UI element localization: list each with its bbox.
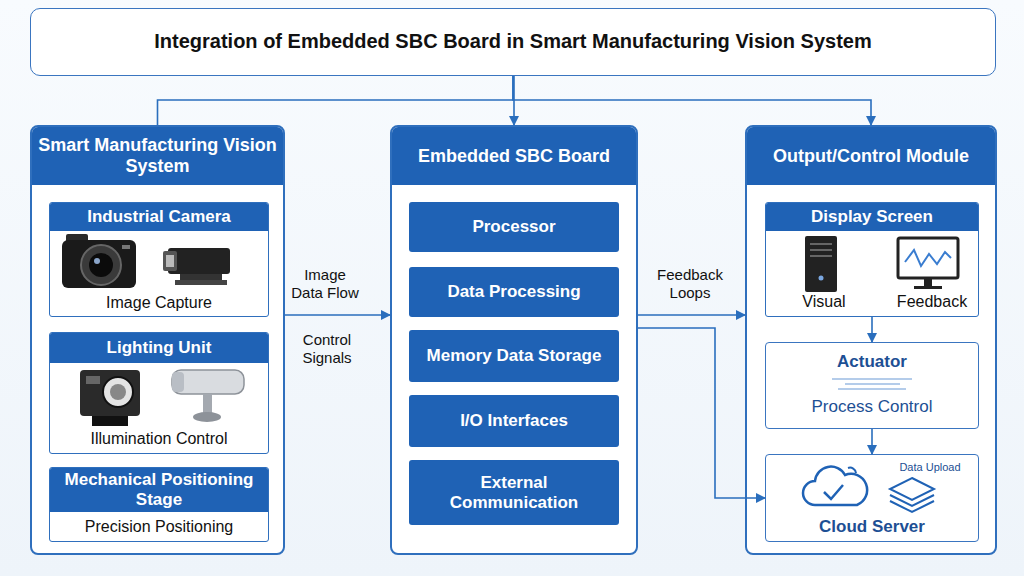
connector-arrow (513, 76, 871, 125)
icon-shape (122, 245, 130, 249)
icon-shape (62, 240, 136, 288)
icon-caption: Data Upload (884, 459, 976, 475)
connector-arrow (871, 317, 873, 342)
display-box: Display ScreenVisual Feedback (765, 202, 979, 317)
icon-shape (66, 234, 88, 243)
icon-shape (103, 377, 133, 407)
icon-shape (810, 243, 832, 245)
box-heading: Mechanical Positioning Stage (50, 468, 268, 512)
module-label: Processor (409, 202, 619, 252)
component-box: Industrial CameraImage Capture (49, 202, 269, 317)
icon-shape (924, 278, 932, 286)
icon-shape (203, 394, 212, 414)
board-panel: Embedded SBC BoardProcessorData Processi… (390, 125, 638, 555)
icon-shape (898, 238, 958, 278)
upload-layers-icon (890, 478, 934, 512)
title-box: Integration of Embedded SBC Board in Sma… (30, 8, 996, 76)
icon-shape (81, 245, 121, 285)
component-box: Mechanical Positioning StagePrecision Po… (49, 467, 269, 542)
box-heading: Actuator (766, 350, 978, 374)
box-heading: Embedded SBC Board (392, 127, 636, 185)
connector-arrow (871, 429, 873, 454)
icon-shape (838, 388, 906, 390)
icon-shape (914, 286, 942, 289)
icon-shape (86, 376, 100, 384)
icon-shape (805, 236, 837, 292)
module-label: Memory Data Storage (409, 330, 619, 382)
module-label: External Communication (409, 460, 619, 525)
icon-shape (172, 372, 184, 392)
icon-shape (193, 412, 221, 422)
connector-arrow (158, 76, 514, 125)
monitor-icon (898, 238, 958, 289)
cloud-box: Data UploadCloud Server (765, 454, 979, 542)
spotlight-icon (172, 370, 244, 422)
icon-shape (172, 370, 244, 394)
icon-shape (175, 280, 227, 285)
icon-shape (180, 274, 222, 280)
icon-shape (890, 501, 934, 512)
component-box: Lighting UnitIllumination Control (49, 332, 269, 454)
box-caption: Illumination Control (50, 427, 268, 451)
icon-shape (810, 255, 832, 257)
icon-shape (92, 416, 128, 426)
icon-shape (94, 258, 100, 264)
box-heading: Display Screen (766, 203, 978, 231)
module-block: Memory Data Storage (409, 330, 619, 382)
connector-arrow (638, 328, 765, 498)
module-block: I/O Interfaces (409, 395, 619, 447)
diagram-title: Integration of Embedded SBC Board in Sma… (31, 9, 995, 74)
icon-caption: Feedback (884, 291, 979, 313)
output-panel: Output/Control ModuleDisplay ScreenVisua… (745, 125, 997, 555)
connector-arrow (513, 76, 515, 125)
box-heading: Industrial Camera (50, 203, 268, 231)
icon-shape (80, 370, 140, 416)
system-panel: Smart Manufacturing Vision SystemIndustr… (30, 125, 285, 555)
icon-shape (168, 248, 230, 274)
icon-shape (824, 485, 843, 499)
connector-arrow (285, 314, 390, 316)
box-caption: Process Control (766, 395, 978, 419)
icon-shape (89, 253, 113, 277)
module-block: Data Processing (409, 267, 619, 317)
cloud-icon (803, 467, 867, 505)
icon-shape (848, 468, 856, 473)
icon-shape (890, 478, 934, 500)
icon-shape (890, 495, 934, 506)
computer-tower-icon (805, 236, 837, 292)
actuator-symbol (832, 379, 912, 389)
icon-shape (166, 255, 174, 267)
icon-shape (810, 249, 832, 251)
module-label: Data Processing (409, 267, 619, 317)
box-heading: Smart Manufacturing Vision System (32, 127, 283, 185)
icon-caption: Visual (784, 291, 864, 313)
icon-shape (832, 378, 912, 380)
icon-shape (803, 467, 867, 505)
light-box-icon (80, 370, 140, 426)
box-caption: Precision Positioning (50, 515, 268, 539)
icon-shape (845, 383, 900, 385)
module-block: Processor (409, 202, 619, 252)
icon-shape (905, 250, 951, 266)
signal-label: Control Signals (290, 331, 364, 367)
box-heading: Lighting Unit (50, 333, 268, 363)
icon-shape (163, 251, 177, 271)
box-heading: Cloud Server (766, 515, 978, 539)
module-label: I/O Interfaces (409, 395, 619, 447)
box-caption: Image Capture (50, 291, 268, 315)
module-block: External Communication (409, 460, 619, 525)
actuator-box: ActuatorProcess Control (765, 342, 979, 429)
icon-shape (819, 276, 824, 281)
icon-shape (110, 384, 126, 400)
edge-label: Image Data Flow (288, 266, 362, 302)
connector-arrow (638, 314, 745, 316)
edge-label: Feedback Loops (648, 266, 732, 302)
camera-icon (62, 234, 136, 288)
box-heading: Output/Control Module (747, 127, 995, 185)
industrial-camera-icon (163, 248, 230, 285)
